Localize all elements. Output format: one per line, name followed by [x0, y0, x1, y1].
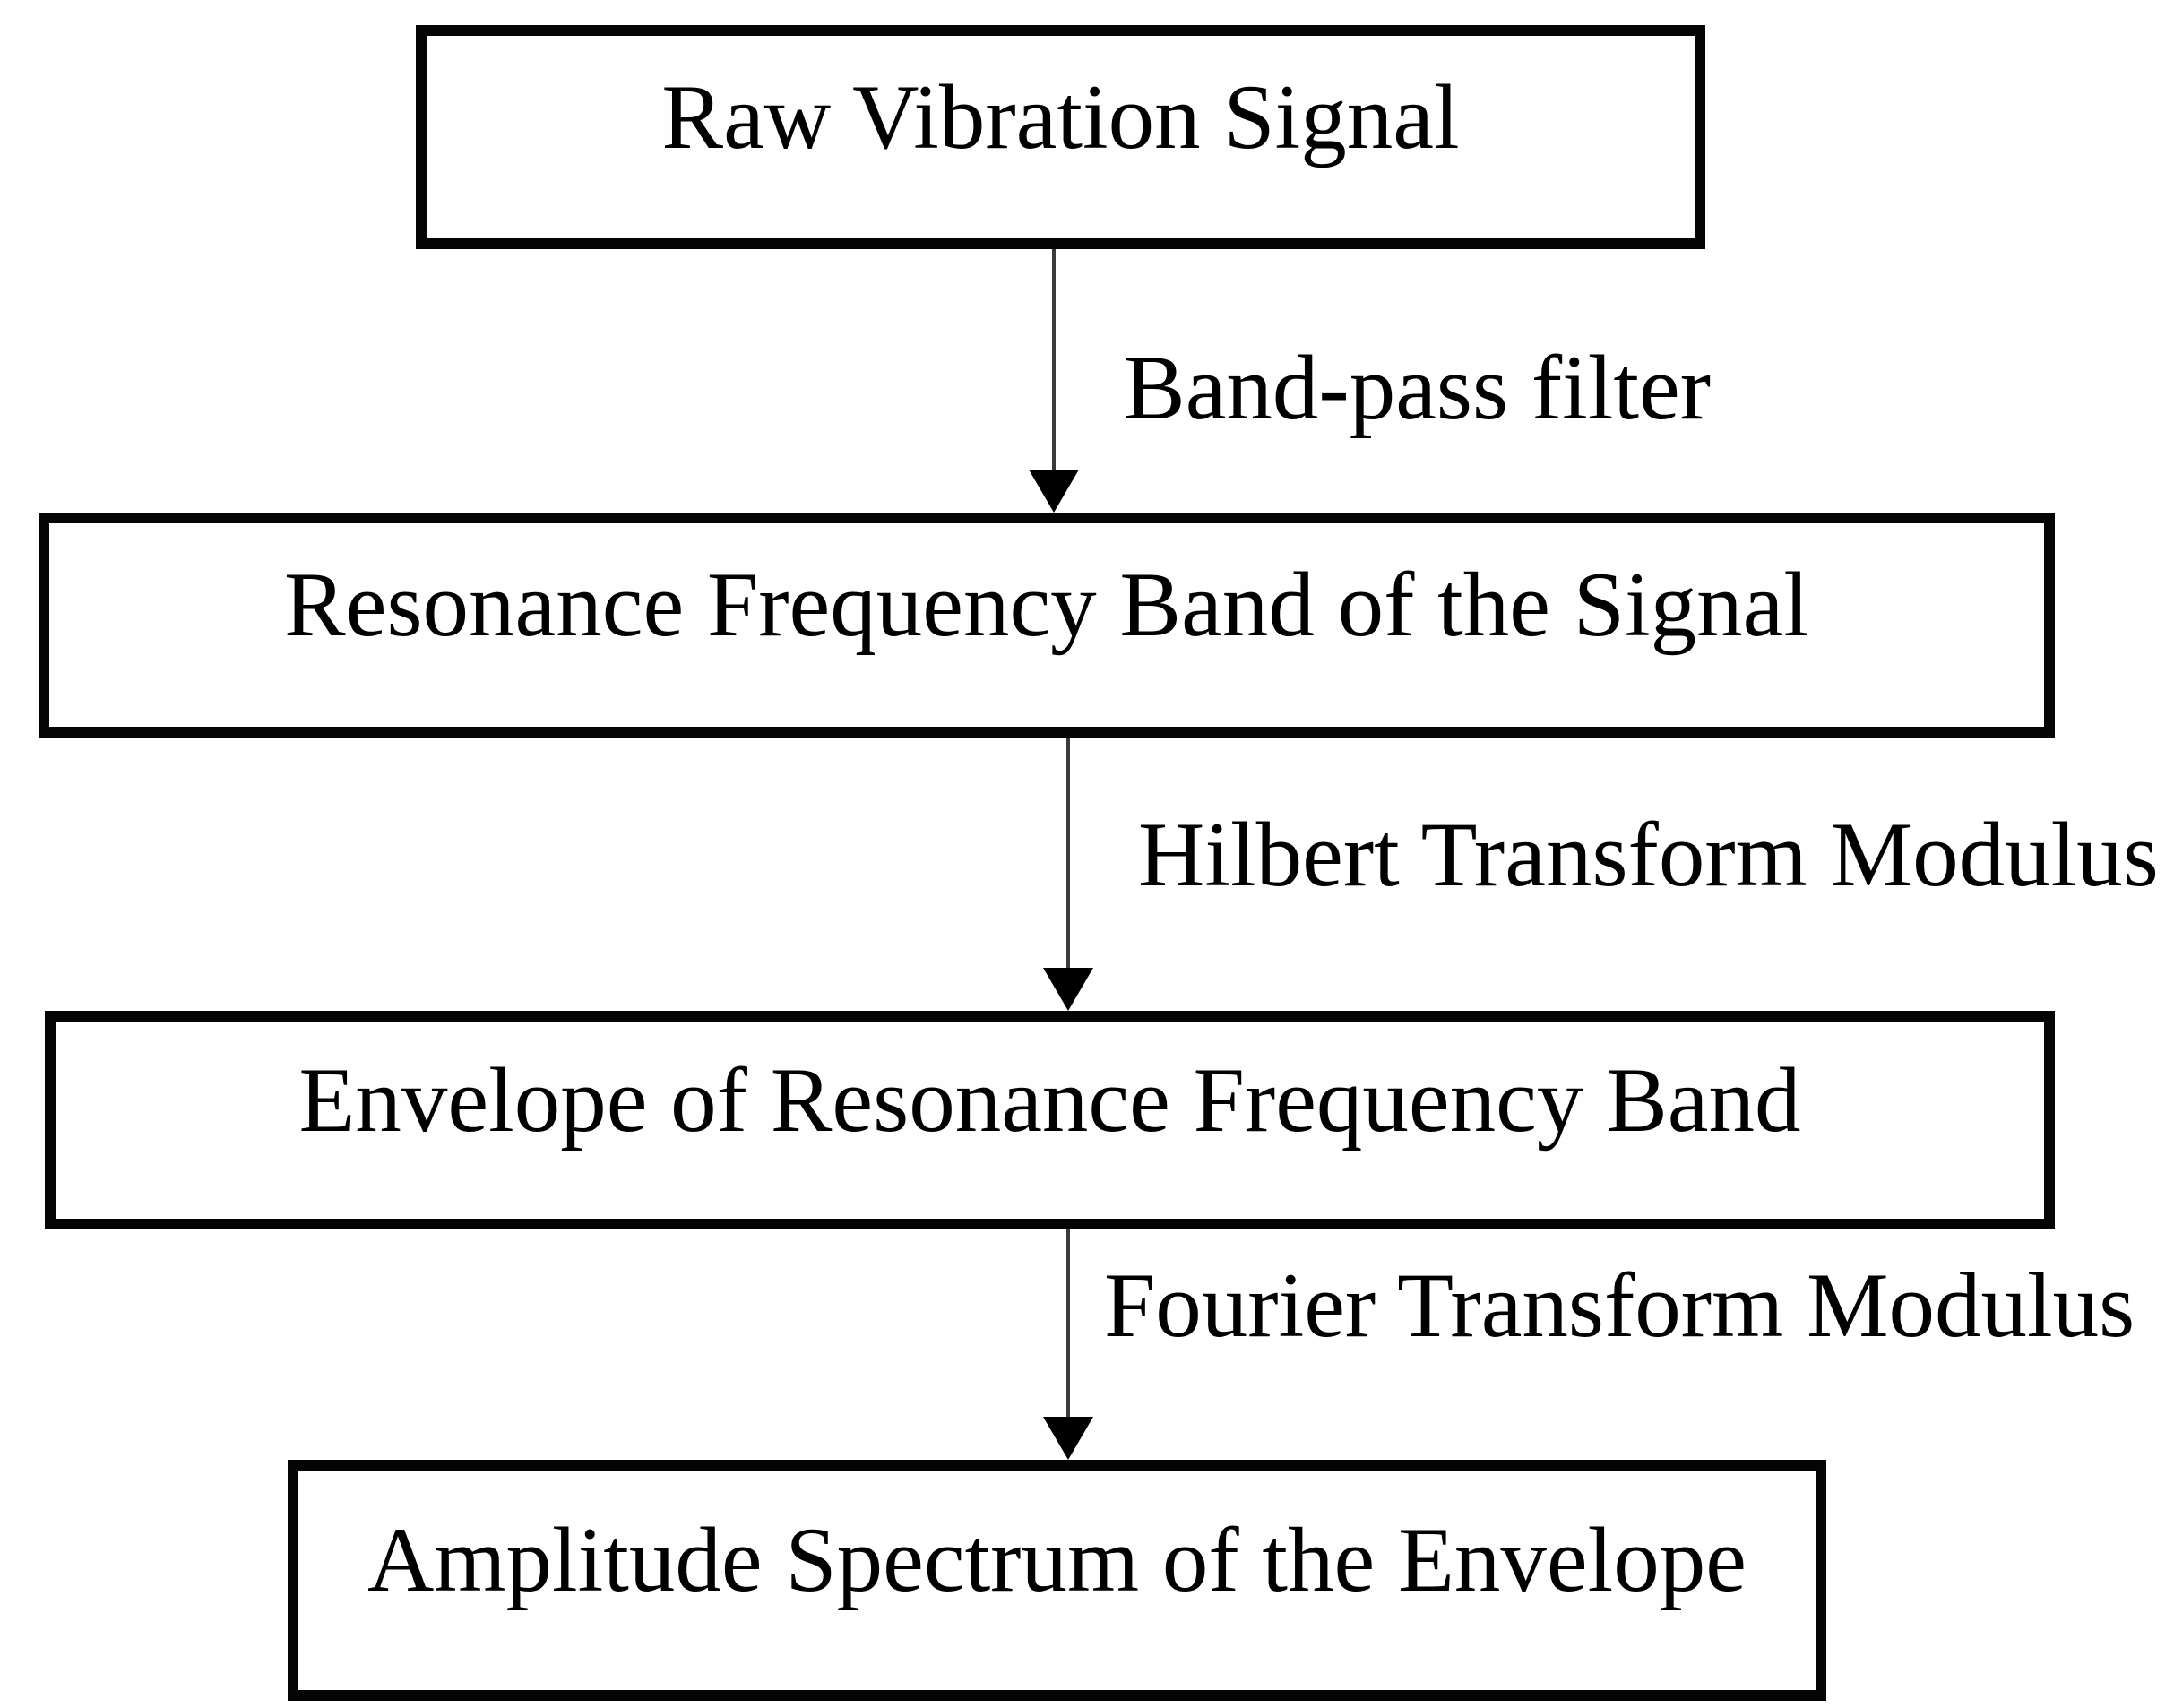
node-resonance-frequency-band-label: Resonance Frequency Band of the Signal — [284, 554, 1809, 656]
node-envelope-of-resonance-band-label: Envelope of Resonance Frequency Band — [298, 1048, 1801, 1152]
connector-resonance-to-envelope — [1043, 738, 1093, 1011]
connector-envelope-to-spectrum — [1043, 1229, 1093, 1460]
edge-label-band-pass-filter: Band-pass filter — [1124, 337, 1712, 439]
arrowhead-down-icon — [1029, 470, 1079, 513]
edge-label-hilbert-transform-modulus: Hilbert Transform Modulus — [1138, 804, 2159, 906]
arrowhead-down-icon — [1043, 1417, 1093, 1460]
node-envelope-of-resonance-band: Envelope of Resonance Frequency Band — [45, 1011, 2055, 1229]
node-amplitude-spectrum-of-envelope: Amplitude Spectrum of the Envelope — [288, 1460, 1826, 1701]
connector-raw-to-resonance — [1029, 249, 1079, 513]
node-raw-vibration-signal-label: Raw Vibration Signal — [661, 65, 1460, 168]
connector-line — [1066, 738, 1070, 975]
connector-line — [1066, 1229, 1070, 1424]
arrowhead-down-icon — [1043, 968, 1093, 1011]
node-raw-vibration-signal: Raw Vibration Signal — [416, 25, 1705, 249]
edge-label-fourier-transform-modulus: Fourier Transform Modulus — [1104, 1255, 2135, 1357]
connector-line — [1052, 249, 1056, 477]
node-amplitude-spectrum-of-envelope-label: Amplitude Spectrum of the Envelope — [367, 1509, 1747, 1611]
node-resonance-frequency-band: Resonance Frequency Band of the Signal — [39, 513, 2055, 738]
